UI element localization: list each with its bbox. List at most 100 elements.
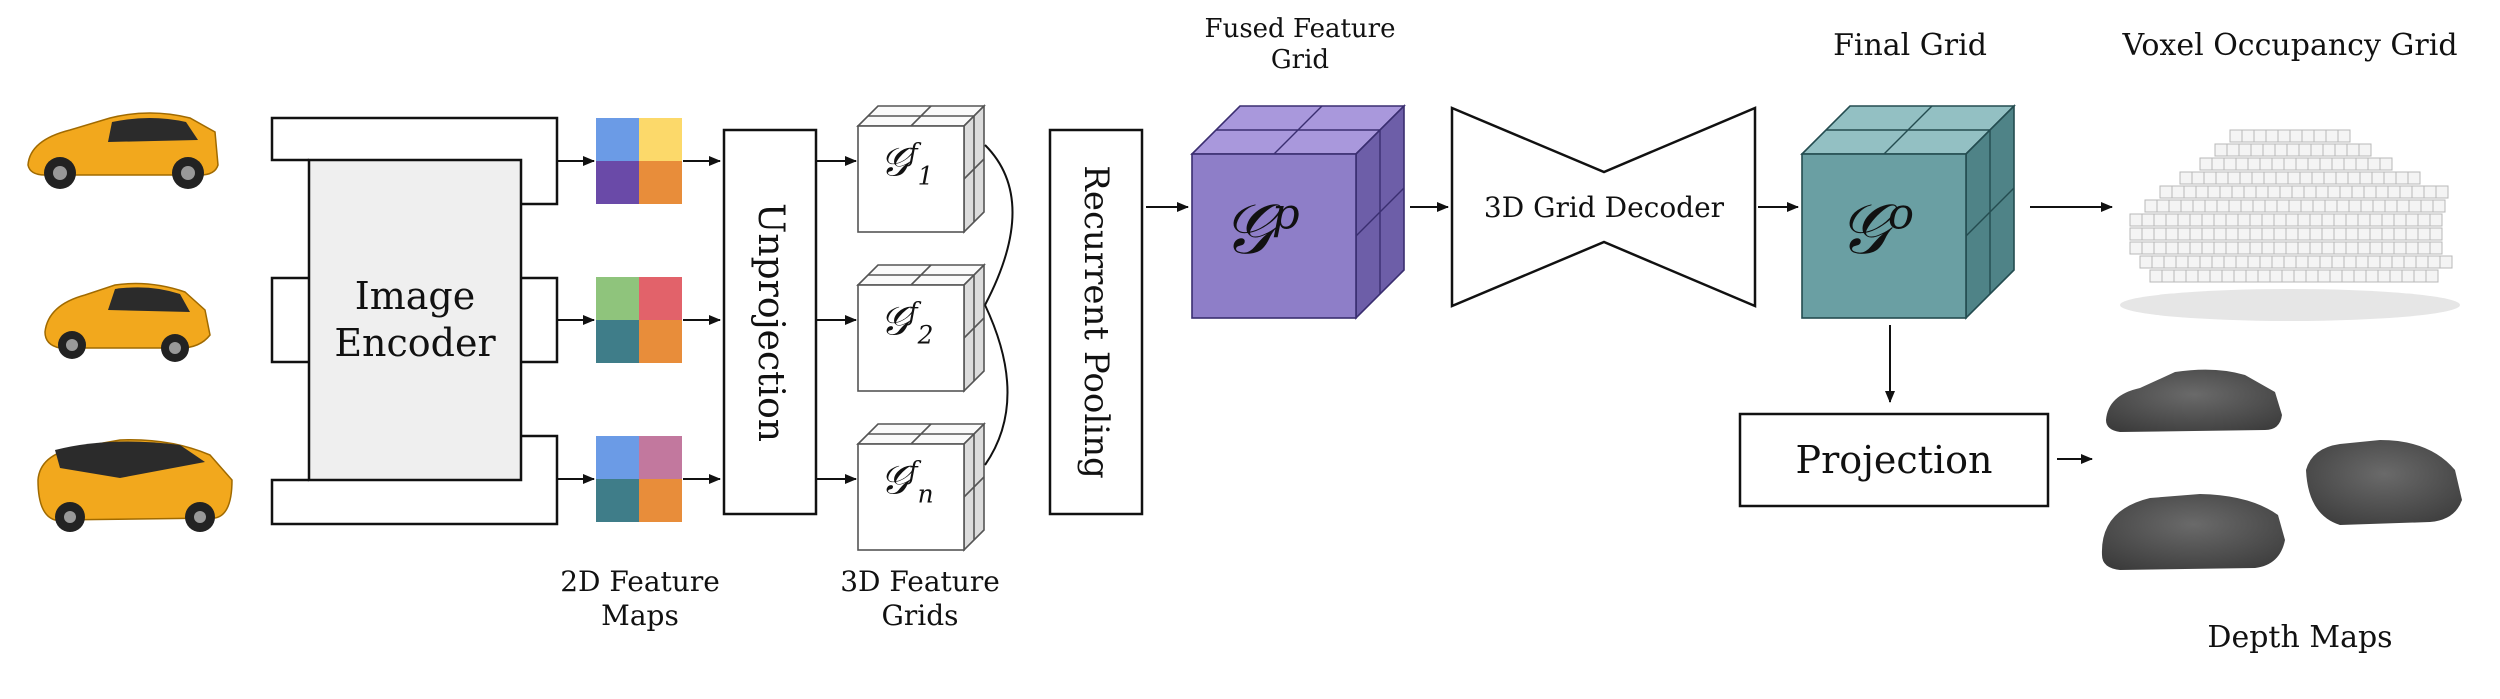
voxel-block xyxy=(2429,241,2443,255)
voxel-block xyxy=(2243,185,2257,199)
voxel-block xyxy=(2429,213,2443,227)
voxel-block xyxy=(2319,255,2333,269)
voxel-block xyxy=(2363,185,2377,199)
voxel-block xyxy=(2192,199,2206,213)
voxel-block xyxy=(2339,185,2353,199)
voxel-block xyxy=(2369,241,2383,255)
voxel-block xyxy=(2271,157,2285,171)
feature-grids-3d-caption: 3D Feature Grids xyxy=(820,565,1020,632)
voxel-block xyxy=(2249,227,2263,241)
voxel-block xyxy=(2203,171,2217,185)
voxel-block xyxy=(2319,157,2333,171)
voxel-block xyxy=(2405,213,2419,227)
voxel-block xyxy=(2199,255,2213,269)
voxel-block xyxy=(2381,241,2395,255)
voxel-block xyxy=(2250,143,2264,157)
voxel-block xyxy=(2395,171,2409,185)
voxel-block xyxy=(2379,255,2393,269)
voxel-block xyxy=(2333,227,2347,241)
voxel-block xyxy=(2357,213,2371,227)
feature-maps-2d-caption-line2: Maps xyxy=(601,598,679,632)
voxel-block xyxy=(2238,143,2252,157)
voxel-block xyxy=(2427,255,2441,269)
depth-map-2 xyxy=(2101,494,2285,570)
voxel-block xyxy=(2261,241,2275,255)
voxel-block xyxy=(2413,269,2427,283)
voxel-block xyxy=(2286,143,2300,157)
voxel-block xyxy=(2267,185,2281,199)
voxel-block xyxy=(2177,227,2191,241)
depth-maps-caption: Depth Maps xyxy=(2207,620,2393,655)
feature-map-cell xyxy=(596,277,639,320)
voxel-block xyxy=(2245,269,2259,283)
voxel-block xyxy=(2331,255,2345,269)
recurrent-pooling-box xyxy=(1048,128,1144,516)
voxel-block xyxy=(2187,255,2201,269)
voxel-block xyxy=(2165,213,2179,227)
voxel-block xyxy=(2337,129,2351,143)
voxel-block xyxy=(2299,171,2313,185)
voxel-block xyxy=(2360,199,2374,213)
voxel-block xyxy=(2381,227,2395,241)
voxel-block xyxy=(2393,241,2407,255)
voxel-block xyxy=(2274,143,2288,157)
voxel-block xyxy=(2161,269,2175,283)
voxel-block xyxy=(2283,255,2297,269)
feature-map-2 xyxy=(596,277,682,363)
voxel-block xyxy=(2371,171,2385,185)
depth-map-1 xyxy=(2106,369,2282,432)
voxel-block xyxy=(2279,185,2293,199)
input-car-image-3 xyxy=(37,439,233,532)
voxel-block xyxy=(2141,227,2155,241)
voxel-block xyxy=(2399,185,2413,199)
voxel-block xyxy=(2295,157,2309,171)
voxel-block xyxy=(2408,199,2422,213)
voxel-block xyxy=(2153,241,2167,255)
voxel-block xyxy=(2163,255,2177,269)
voxel-block xyxy=(2173,269,2187,283)
voxel-block xyxy=(2149,269,2163,283)
feature-map-cell xyxy=(639,436,682,479)
voxel-block xyxy=(2415,255,2429,269)
voxel-block xyxy=(2180,199,2194,213)
voxel-block xyxy=(2343,157,2357,171)
voxel-block xyxy=(2323,171,2337,185)
voxel-block xyxy=(2249,213,2263,227)
voxel-block xyxy=(2289,129,2303,143)
feature-grid-cube-1 xyxy=(856,104,986,234)
voxel-block xyxy=(2189,213,2203,227)
voxel-block xyxy=(2195,185,2209,199)
voxel-block xyxy=(2310,143,2324,157)
voxel-block xyxy=(2384,199,2398,213)
voxel-block xyxy=(2334,143,2348,157)
voxel-block xyxy=(2346,143,2360,157)
voxel-block xyxy=(2271,255,2285,269)
voxel-block xyxy=(2240,199,2254,213)
voxel-block xyxy=(2153,227,2167,241)
voxel-block xyxy=(2389,269,2403,283)
final-grid-caption: Final Grid xyxy=(1833,28,1987,63)
voxel-block xyxy=(2367,255,2381,269)
feature-grids-3d-caption-line2: Grids xyxy=(881,598,959,632)
voxel-block xyxy=(2151,255,2165,269)
voxel-block xyxy=(2275,171,2289,185)
voxel-block xyxy=(2291,185,2305,199)
voxel-block xyxy=(2165,227,2179,241)
voxel-block xyxy=(2298,143,2312,157)
voxel-block xyxy=(2295,255,2309,269)
feature-grid-n-symbol: 𝒢fn xyxy=(880,456,934,509)
voxel-block xyxy=(2233,269,2247,283)
input-car-image-2 xyxy=(44,282,211,362)
voxel-block xyxy=(2301,129,2315,143)
voxel-block xyxy=(2355,157,2369,171)
final-grid-cube xyxy=(1800,104,2016,320)
voxel-block xyxy=(2297,241,2311,255)
feature-map-cell xyxy=(596,161,639,204)
voxel-block xyxy=(2156,199,2170,213)
voxel-block xyxy=(2369,213,2383,227)
encoder-bracket-bottom xyxy=(270,434,559,526)
voxel-block xyxy=(2403,255,2417,269)
voxel-block xyxy=(2367,157,2381,171)
voxel-block xyxy=(2293,269,2307,283)
voxel-block xyxy=(2141,241,2155,255)
